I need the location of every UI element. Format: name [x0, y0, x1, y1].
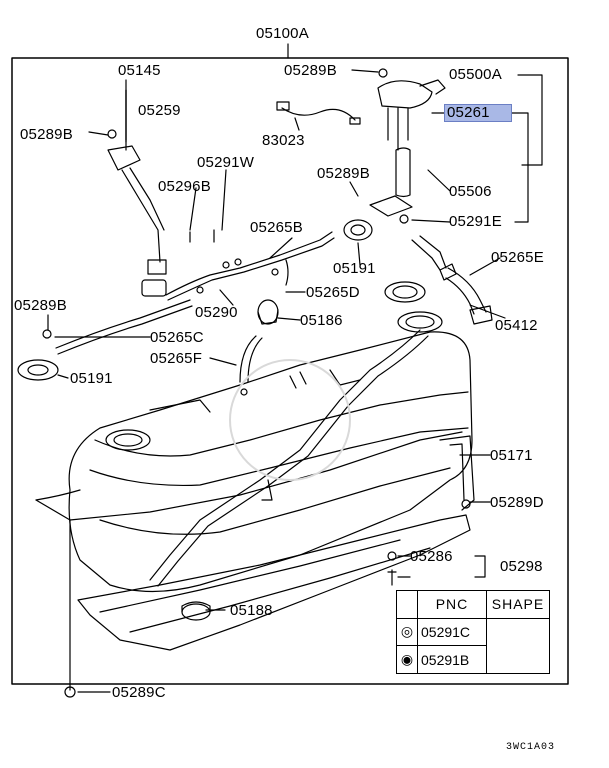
- table-row-05291C: 05291C: [417, 617, 487, 647]
- label-05289B-lower-left: 05289B: [14, 297, 67, 314]
- label-05289B-left: 05289B: [20, 126, 73, 143]
- label-05188: 05188: [230, 602, 273, 619]
- label-05186: 05186: [300, 312, 343, 329]
- label-05500A: 05500A: [449, 66, 502, 83]
- label-05191-upper: 05191: [333, 260, 376, 277]
- table-header-pnc: PNC: [417, 590, 487, 619]
- label-05291W: 05291W: [197, 154, 255, 171]
- table-row-05291B: 05291B: [417, 645, 487, 674]
- label-05296B: 05296B: [158, 178, 211, 195]
- label-05298: 05298: [500, 558, 543, 575]
- label-05145: 05145: [118, 62, 161, 79]
- clip-shape-cell: [486, 617, 550, 675]
- diagram-reference-code: 3WC1A03: [506, 742, 556, 753]
- diagram-frame: [11, 57, 569, 685]
- label-05171: 05171: [490, 447, 533, 464]
- double-circle-icon: ◎: [396, 617, 418, 647]
- pnc-shape-table: PNC SHAPE ◎ 05291C ◉ 05291B: [396, 590, 550, 675]
- label-05412: 05412: [495, 317, 538, 334]
- label-05289D: 05289D: [490, 494, 544, 511]
- label-05289C: 05289C: [112, 684, 166, 701]
- label-05286: 05286: [410, 548, 453, 565]
- label-05506: 05506: [449, 183, 492, 200]
- skid-plate: [77, 514, 471, 651]
- label-05291E: 05291E: [449, 213, 502, 230]
- label-05261-highlighted: 05261: [444, 104, 512, 122]
- label-05265C: 05265C: [150, 329, 204, 346]
- label-05265D: 05265D: [306, 284, 360, 301]
- label-05289B-center: 05289B: [317, 165, 370, 182]
- fuel-tank-outline: [68, 331, 473, 593]
- label-05265B: 05265B: [250, 219, 303, 236]
- label-05100A: 05100A: [256, 25, 309, 42]
- label-05265F: 05265F: [150, 350, 203, 367]
- label-05265E: 05265E: [491, 249, 544, 266]
- filled-double-circle-icon: ◉: [396, 645, 418, 674]
- label-83023: 83023: [262, 132, 305, 149]
- table-corner: [396, 590, 418, 619]
- label-05289B-top: 05289B: [284, 62, 337, 79]
- table-header-shape: SHAPE: [486, 590, 550, 619]
- label-05290: 05290: [195, 304, 238, 321]
- label-05259: 05259: [138, 102, 181, 119]
- label-05191-lower: 05191: [70, 370, 113, 387]
